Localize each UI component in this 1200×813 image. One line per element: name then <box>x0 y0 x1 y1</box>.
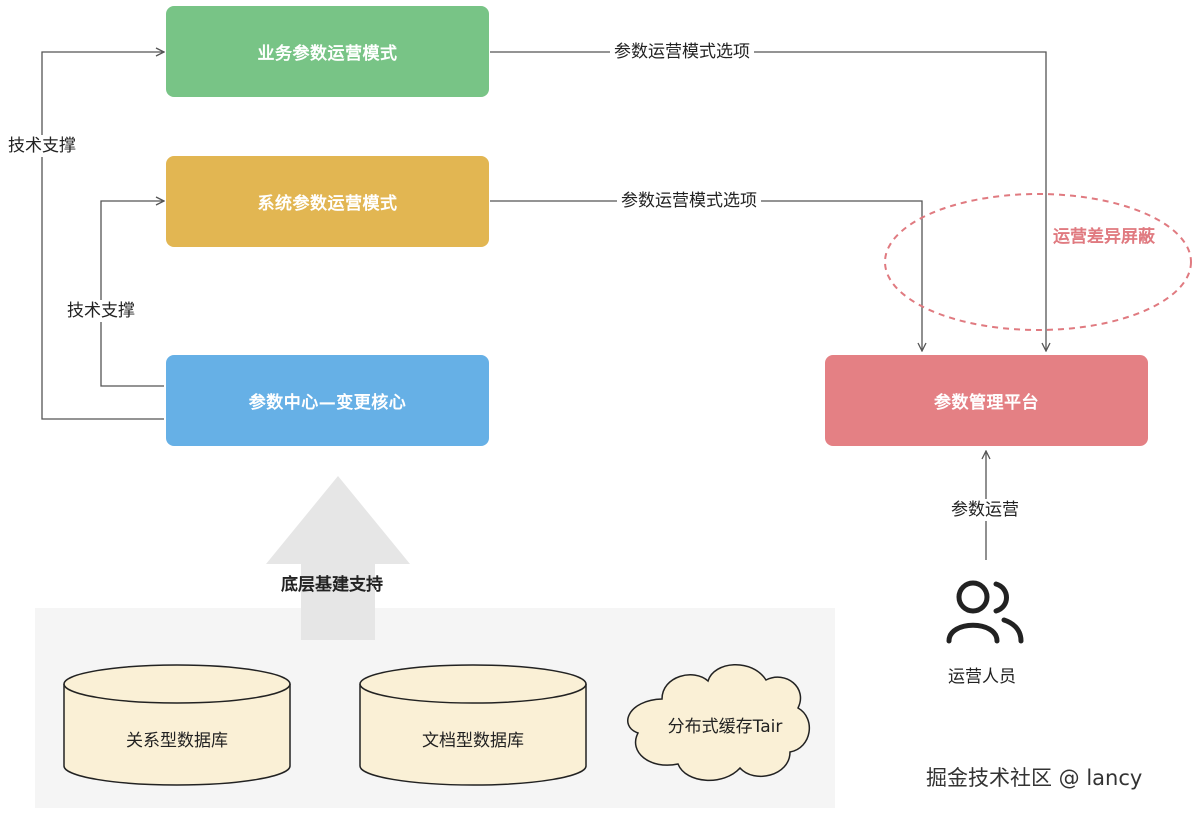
param-center-box[interactable]: 参数中心—变更核心 <box>166 355 489 446</box>
relational-db-label: 关系型数据库 <box>126 730 228 751</box>
tech-support-outer-label: 技术支撑 <box>4 135 80 157</box>
relational-db-cylinder <box>63 664 291 786</box>
document-db-label: 文档型数据库 <box>422 730 524 751</box>
outer-support-line <box>41 52 164 420</box>
param-ops-label: 参数运营 <box>947 499 1023 521</box>
option-top-label: 参数运营模式选项 <box>610 41 754 63</box>
infra-up-arrow <box>266 476 410 640</box>
mid-option-line <box>490 200 922 351</box>
users-icon <box>946 580 1024 644</box>
option-mid-label: 参数运营模式选项 <box>617 190 761 212</box>
param-platform-box[interactable]: 参数管理平台 <box>825 355 1148 446</box>
operators-label: 运营人员 <box>948 667 1016 687</box>
infra-support-label: 底层基建支持 <box>281 575 383 595</box>
diff-shield-ellipse <box>884 193 1192 331</box>
inner-support-line <box>100 201 164 387</box>
document-db-cylinder <box>359 664 587 786</box>
cache-cloud <box>627 664 811 781</box>
system-mode-box[interactable]: 系统参数运营模式 <box>166 156 489 247</box>
watermark: 掘金技术社区 @ lancy <box>926 766 1143 790</box>
diff-shield-label: 运营差异屏蔽 <box>1053 227 1155 247</box>
cache-label: 分布式缓存Tair <box>667 716 783 737</box>
tech-support-inner-label: 技术支撑 <box>63 300 139 322</box>
business-mode-box[interactable]: 业务参数运营模式 <box>166 6 489 97</box>
